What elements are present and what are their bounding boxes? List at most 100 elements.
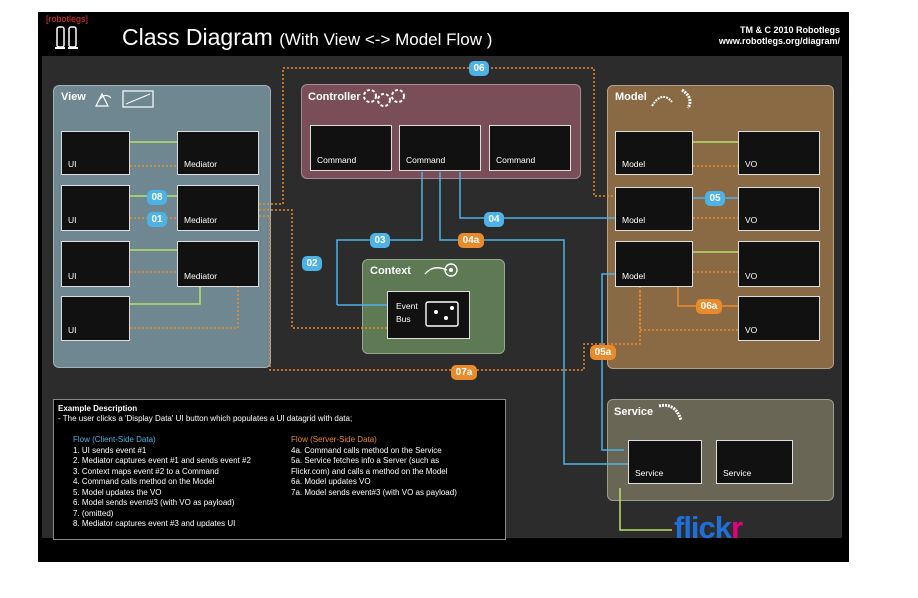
- server-flow-item: 4a. Command calls method on the Service: [291, 445, 442, 455]
- client-flow-item: 2. Mediator captures event #1 and sends …: [73, 456, 251, 465]
- step-badge-02: 02: [302, 256, 322, 271]
- copyright-text: TM & C 2010 Robotlegs: [739, 25, 840, 35]
- mediator-node: Mediator: [177, 131, 259, 175]
- vo-node: VO: [738, 296, 820, 341]
- model-panel-label: Model: [615, 91, 647, 103]
- command-node: Command: [489, 125, 571, 171]
- model-node: Model: [615, 187, 693, 231]
- flow-line: [639, 287, 738, 331]
- ui-node: UI: [61, 185, 130, 231]
- client-flow-item: 8. Mediator captures event #3 and update…: [73, 519, 236, 528]
- ui-label: UI: [68, 271, 77, 281]
- server-flow-heading: Flow (Server-Side Data): [291, 435, 377, 444]
- robotlegs-logo-icon: [55, 26, 78, 49]
- step-badge-06: 06: [469, 61, 489, 76]
- flow-line: [459, 172, 615, 219]
- flow-line: [130, 287, 239, 329]
- step-badge-01: 01: [147, 212, 167, 227]
- description-text: - The user clicks a 'Display Data' UI bu…: [58, 414, 353, 423]
- command-node: Command: [399, 125, 481, 171]
- flow-line: [619, 488, 672, 531]
- mediator-node: Mediator: [177, 241, 259, 287]
- view-panel-label: View: [61, 91, 86, 103]
- description-heading: Example Description: [58, 404, 138, 413]
- vo-label: VO: [745, 271, 758, 281]
- server-flow-item: 7a. Model sends event#3 (with VO as payl…: [291, 487, 457, 497]
- view-panel-icons: [95, 90, 154, 108]
- command-label: Command: [496, 155, 536, 165]
- flickr-logo-part1: flick: [674, 510, 732, 545]
- title-main: Class Diagram: [122, 24, 273, 50]
- mediator-label: Mediator: [184, 271, 218, 281]
- vo-node: VO: [738, 187, 820, 231]
- mediator-label: Mediator: [184, 215, 218, 225]
- model-node: Model: [615, 131, 693, 175]
- model-panel-icons: [651, 88, 692, 109]
- event-bus-label-line2: Bus: [396, 314, 411, 324]
- controller-panel-label: Controller: [308, 91, 361, 103]
- vo-node: VO: [738, 241, 820, 287]
- client-flow-item: 4. Command calls method on the Model: [73, 477, 215, 486]
- service-node: Service: [628, 440, 702, 484]
- step-badge-07a: 07a: [451, 365, 477, 380]
- client-flow-heading: Flow (Client-Side Data): [73, 435, 156, 444]
- flow-line: [601, 273, 624, 451]
- client-flow-item: 3. Context maps event #2 to a Command: [73, 466, 219, 476]
- context-panel-label: Context: [370, 265, 411, 277]
- step-badge-05: 05: [705, 191, 725, 206]
- flow-line: [259, 215, 641, 371]
- vo-node: VO: [738, 131, 820, 175]
- service-node: Service: [716, 440, 793, 484]
- step-badge-05a: 05a: [590, 345, 616, 360]
- ui-label: UI: [68, 325, 77, 335]
- mediator-node: Mediator: [177, 185, 259, 231]
- gears-icon: [363, 89, 405, 107]
- model-label: Model: [622, 159, 646, 169]
- step-badge-06a: 06a: [696, 299, 722, 314]
- title-subtitle: (With View <-> Model Flow ): [279, 30, 493, 49]
- example-description: Example Description - The user clicks a …: [53, 399, 506, 540]
- flow-line: [439, 172, 628, 465]
- step-badge-03: 03: [370, 233, 390, 248]
- mediator-label: Mediator: [184, 159, 218, 169]
- step-badge-04: 04: [484, 212, 504, 227]
- client-flow-column: Flow (Client-Side Data) 1. UI sends even…: [73, 435, 251, 530]
- vo-label: VO: [745, 325, 758, 335]
- server-flow-column: Flow (Server-Side Data) 4a. Command call…: [291, 435, 457, 498]
- flickr-logo-part2: r: [731, 510, 743, 545]
- server-flow-item: 5a. Service fetches info a Server (such …: [291, 456, 440, 465]
- model-label: Model: [622, 215, 646, 225]
- service-icon: [658, 403, 683, 421]
- command-node: Command: [310, 125, 392, 171]
- header-credits: TM & C 2010 Robotlegs www.robotlegs.org/…: [719, 25, 840, 47]
- model-node: Model: [615, 241, 693, 287]
- vo-label: VO: [745, 159, 758, 169]
- client-flow-item: 5. Model updates the VO: [73, 487, 162, 497]
- ui-label: UI: [68, 159, 77, 169]
- flow-line: [259, 209, 387, 329]
- command-label: Command: [317, 155, 357, 165]
- client-flow-item: 6. Model sends event#3 (with VO as paylo…: [73, 498, 235, 507]
- service-panel-label: Service: [614, 406, 654, 418]
- page-title: Class Diagram (With View <-> Model Flow …: [122, 24, 492, 51]
- context-icon: [424, 263, 458, 277]
- ui-node: UI: [61, 241, 130, 287]
- client-flow-item: 1. UI sends event #1: [73, 445, 147, 455]
- service-label: Service: [635, 468, 664, 478]
- flickr-logo: flickr: [674, 510, 743, 546]
- client-flow-item: 7. (omitted): [73, 508, 114, 518]
- server-flow-item: 6a. Model updates VO: [291, 477, 371, 486]
- ui-node: UI: [61, 296, 130, 341]
- url-text: www.robotlegs.org/diagram/: [718, 36, 840, 46]
- ui-label: UI: [68, 215, 77, 225]
- command-label: Command: [406, 155, 446, 165]
- flow-line: [259, 67, 615, 205]
- step-badge-04a: 04a: [458, 233, 484, 248]
- vo-label: VO: [745, 215, 758, 225]
- event-bus-icon: [425, 301, 459, 327]
- step-badge-08: 08: [147, 190, 167, 205]
- event-bus-node: Event Bus: [387, 291, 470, 339]
- flow-line: [130, 287, 201, 305]
